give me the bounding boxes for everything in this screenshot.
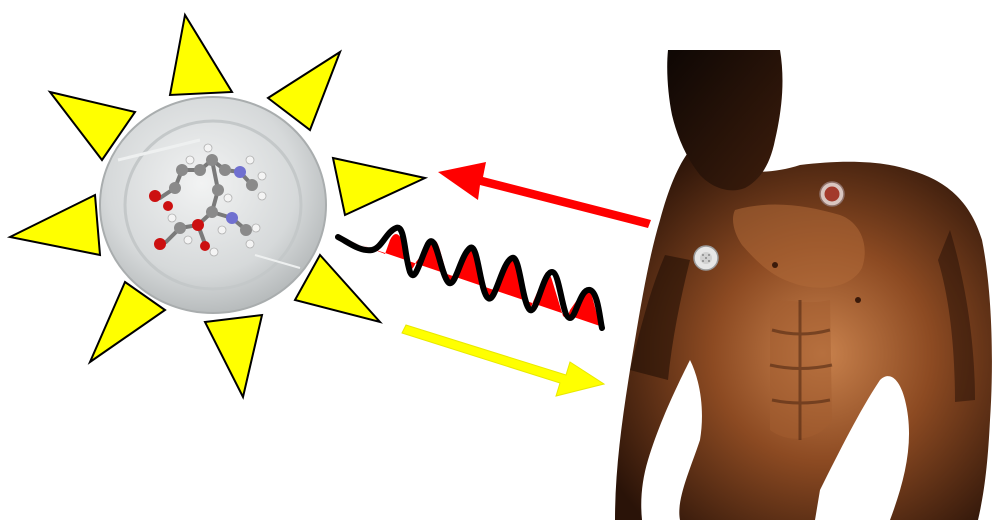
male-torso-icon: [615, 50, 992, 520]
electrode-patch-icon: [694, 246, 718, 270]
sun-ray-left: [10, 195, 100, 255]
sun-ray-bottom: [205, 315, 262, 397]
arrow-left-icon: [438, 162, 651, 228]
wave-icon: [338, 228, 602, 328]
electrode-patch-icon: [820, 182, 844, 206]
sun-ray-right-upper: [333, 158, 425, 215]
sun-ray-top: [170, 15, 232, 95]
arrow-right-icon: [402, 325, 604, 396]
